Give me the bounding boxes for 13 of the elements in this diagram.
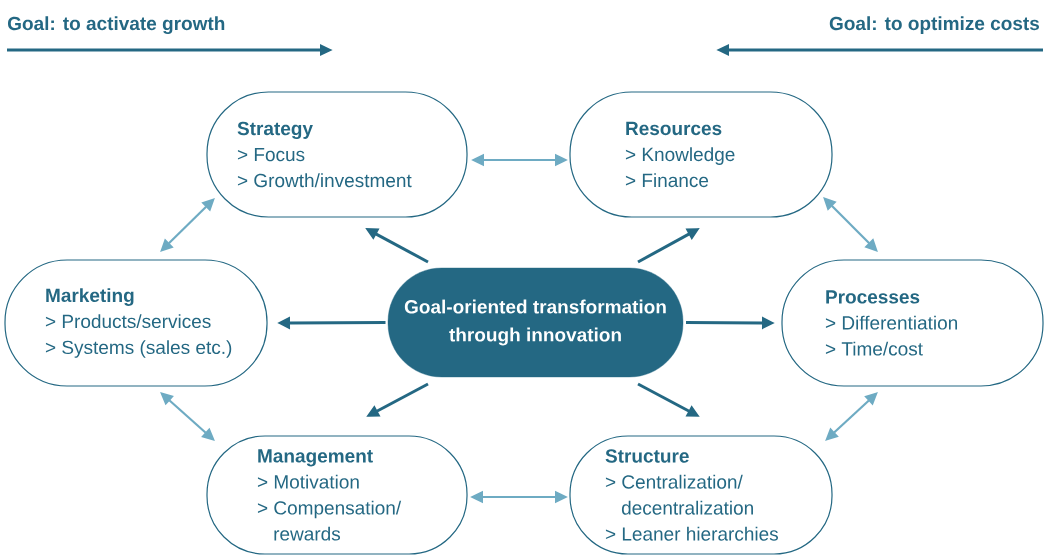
central-box: Goal-oriented transformation through innovation bbox=[387, 267, 684, 378]
goal-heading: Goal: to optimize costs bbox=[829, 16, 1040, 34]
topic-box: Management > Motivation > Compensation/ rewards bbox=[206, 435, 468, 555]
topic-box: Marketing > Products/services > Systems (sales etc.) bbox=[4, 259, 268, 387]
arrow bbox=[160, 198, 215, 252]
arrow bbox=[823, 197, 878, 252]
arrow bbox=[825, 392, 878, 441]
goal-heading: Goal: to activate growth bbox=[8, 16, 225, 35]
topic-box: Processes > Differentiation > Time/cost bbox=[781, 259, 1044, 387]
topic-box: Resources > Knowledge > Finance bbox=[569, 91, 833, 218]
topic-box: Structure > Centralization/ decentralization > Leaner hierarchies bbox=[569, 435, 833, 555]
arrow bbox=[160, 392, 215, 441]
topic-box: Strategy > Focus > Growth/investment bbox=[206, 91, 468, 218]
